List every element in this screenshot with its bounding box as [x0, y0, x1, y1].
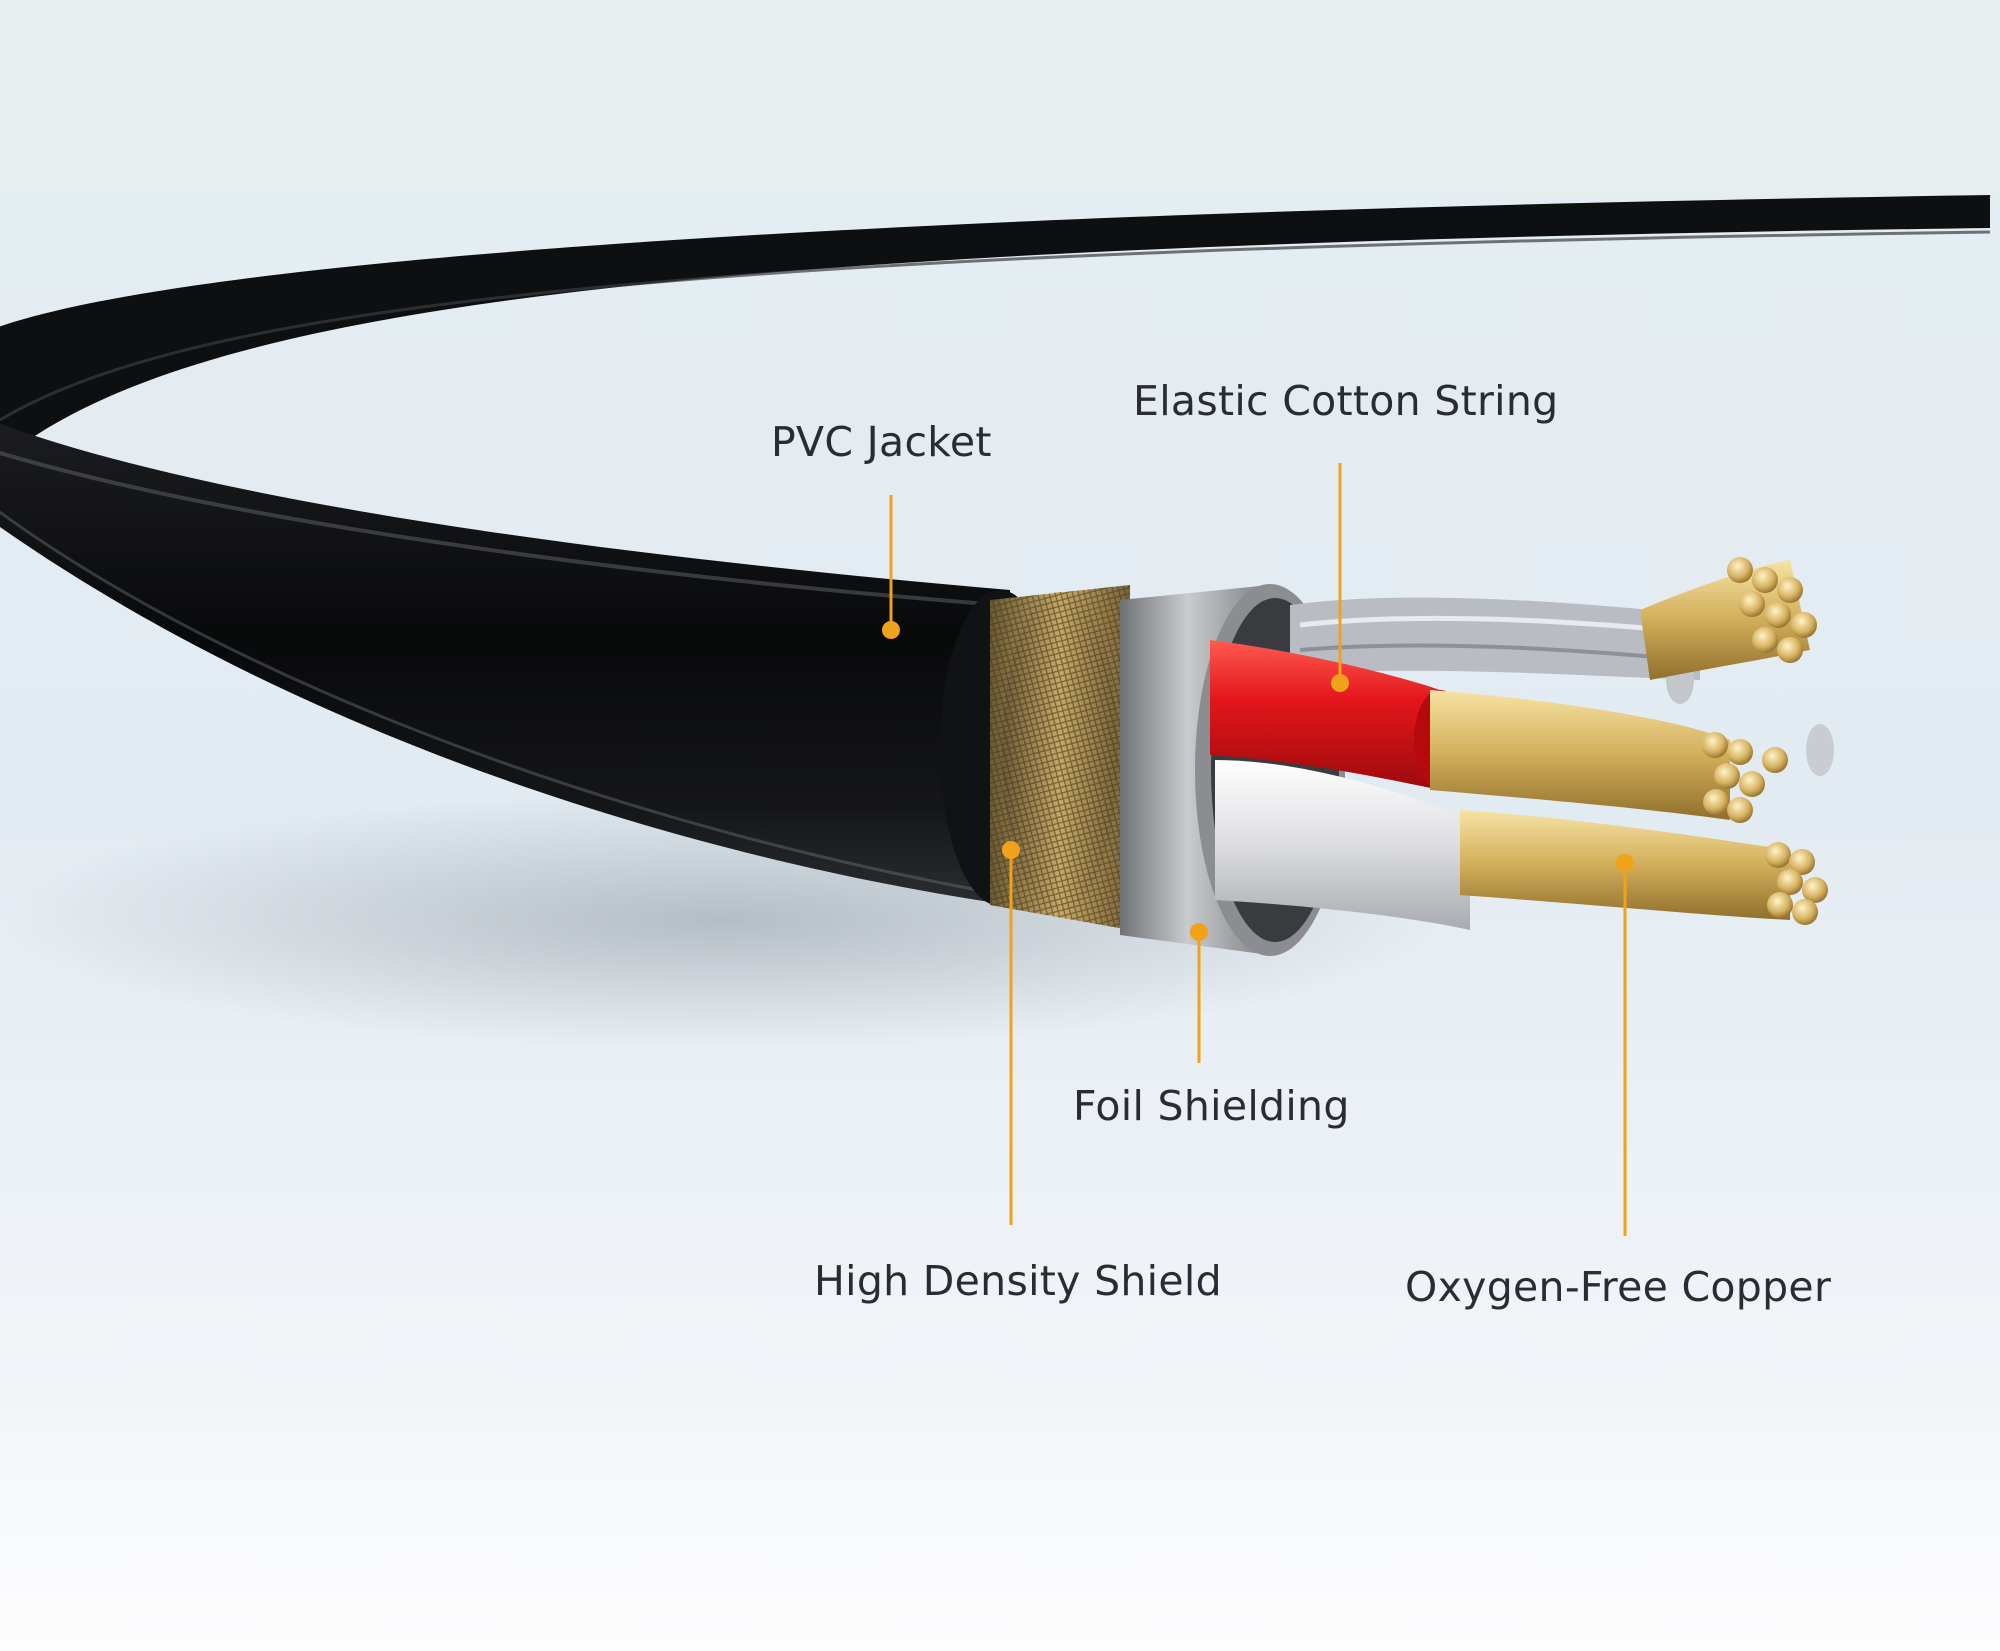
callout-leaders: [882, 463, 1634, 1236]
high-density-shield: [990, 585, 1130, 930]
pvc-leader: [882, 495, 900, 639]
white-conductor: [1215, 760, 1470, 930]
foil-leader: [1190, 923, 1208, 1063]
cable-back-arc: [0, 195, 1991, 462]
pvc-jacket-label: PVC Jacket: [771, 418, 992, 466]
foil-shielding-label: Foil Shielding: [1073, 1082, 1350, 1130]
shield-leader: [1002, 841, 1020, 1225]
top-band: [0, 0, 2000, 195]
cotton-leader: [1331, 463, 1349, 692]
copper-strand-ends: [1702, 557, 1828, 925]
oxygen-free-copper-label: Oxygen-Free Copper: [1405, 1263, 1832, 1311]
elastic-cotton-string-label: Elastic Cotton String: [1133, 377, 1559, 425]
copper-leader: [1616, 854, 1634, 1236]
high-density-shield-label: High Density Shield: [814, 1257, 1222, 1305]
